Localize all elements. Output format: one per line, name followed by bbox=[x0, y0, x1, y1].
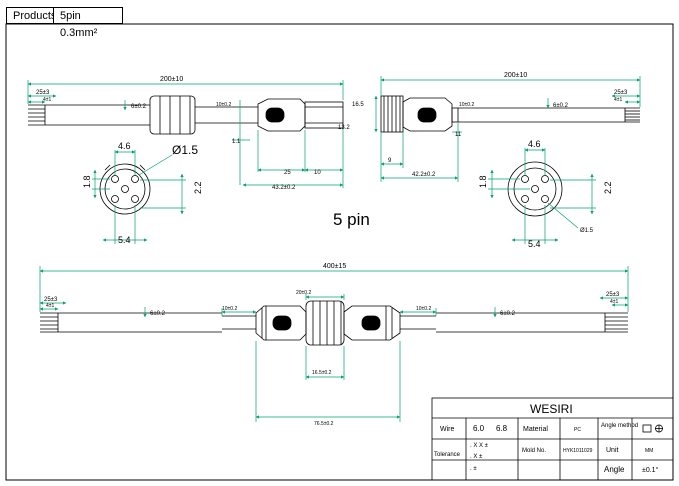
dim-top-left-total: 200±10 bbox=[160, 76, 183, 83]
dim-top-right-cable: 6±0.2 bbox=[553, 103, 569, 109]
wire-value-2: 6.8 bbox=[496, 424, 508, 433]
material-label: Material bbox=[523, 426, 548, 433]
dim-bottom-small-left: 10±0.2 bbox=[222, 306, 237, 312]
unit-label: Unit bbox=[606, 447, 619, 454]
face-left-left: 1.8 bbox=[82, 175, 92, 188]
tolerance-dot: . ± bbox=[470, 466, 477, 472]
bottom-cable-left bbox=[40, 312, 256, 333]
dim-top-left-tin: 4±1 bbox=[43, 97, 52, 103]
spec-label: 5pin 0.3mm² bbox=[53, 7, 123, 39]
dim-top-left-small: 10±0.2 bbox=[216, 102, 231, 108]
dim-top-right-nut: 11 bbox=[455, 132, 462, 138]
bottom-connector-right bbox=[343, 305, 401, 341]
dim-top-left-h: 13.2 bbox=[338, 125, 350, 131]
face-left-bottom: 5.4 bbox=[118, 235, 131, 245]
material-value: PC bbox=[574, 427, 581, 433]
face-right-right: 2.2 bbox=[603, 181, 613, 194]
dim-top-right-thread: 16.5 bbox=[352, 102, 364, 108]
dim-top-right-strip: 25±3 bbox=[614, 90, 628, 96]
top-left-nut bbox=[149, 95, 196, 135]
center-pin-label: 5 pin bbox=[333, 210, 370, 229]
bottom-cable-right bbox=[400, 312, 628, 333]
mold-label: Mold No. bbox=[522, 448, 546, 454]
top-left-dim-lines bbox=[27, 80, 344, 188]
wire-value-1: 6.0 bbox=[473, 424, 485, 433]
face-right-dims bbox=[488, 148, 596, 244]
dim-bottom-strip-right: 25±3 bbox=[606, 292, 620, 298]
bottom-connector-left bbox=[255, 305, 307, 341]
tolerance-label: Tolerance bbox=[434, 452, 461, 458]
dim-bottom-mid: 16.5±0.2 bbox=[312, 370, 332, 376]
dim-bottom-total: 400±15 bbox=[323, 263, 346, 270]
angle-value: ±0.1° bbox=[642, 466, 659, 474]
face-right-dia: Ø1.5 bbox=[580, 228, 594, 234]
dim-bottom-small-right: 10±0.2 bbox=[416, 306, 431, 312]
dim-bottom-tin-left: 4±1 bbox=[46, 303, 55, 309]
dim-bottom-body: 76.5±0.2 bbox=[314, 421, 334, 427]
face-right-bottom: 5.4 bbox=[528, 239, 541, 249]
dim-top-right-tin: 4±1 bbox=[614, 97, 623, 103]
title-block-frame bbox=[431, 397, 674, 481]
dim-top-left-cable: 6±0.2 bbox=[131, 104, 147, 110]
dim-bottom-nut: 20±0.2 bbox=[296, 290, 311, 296]
angle-method-label: Angle method bbox=[601, 423, 638, 429]
bottom-coupling-nut bbox=[305, 300, 345, 346]
mold-value: HYK1011029 bbox=[563, 448, 593, 454]
top-left-cable bbox=[28, 104, 258, 126]
dim-bottom-cable-right: 6±0.2 bbox=[500, 311, 516, 317]
brand-name: WESIRI bbox=[530, 402, 573, 416]
dim-top-left-strip: 25±3 bbox=[36, 90, 50, 96]
sheet-frame bbox=[5, 23, 674, 481]
dim-top-right-total: 200±10 bbox=[504, 72, 527, 79]
dim-top-right-small: 10±0.2 bbox=[459, 102, 474, 108]
dim-top-right-body: 42.2±0.2 bbox=[412, 172, 436, 178]
tolerance-xx: . X X ± bbox=[470, 443, 489, 449]
dim-top-left-25: 25 bbox=[284, 170, 291, 176]
top-right-dim-lines bbox=[374, 76, 641, 182]
face-left-top: 4.6 bbox=[118, 141, 131, 151]
face-left-dia: Ø1.5 bbox=[172, 143, 198, 157]
dim-top-left-10: 10 bbox=[314, 170, 321, 176]
dim-top-left-one: 1.1 bbox=[232, 139, 241, 145]
bottom-dim-lines bbox=[39, 266, 629, 422]
top-right-cable bbox=[458, 107, 640, 123]
dim-top-right-9: 9 bbox=[388, 158, 392, 164]
wire-label: Wire bbox=[440, 426, 454, 433]
angle-label: Angle bbox=[604, 465, 625, 474]
unit-value: MM bbox=[645, 448, 653, 454]
tolerance-x: . X ± bbox=[470, 454, 483, 460]
dim-bottom-strip-left: 25±3 bbox=[44, 297, 58, 303]
dim-bottom-cable-left: 6±0.2 bbox=[150, 311, 166, 317]
face-right-top: 4.6 bbox=[528, 139, 541, 149]
top-left-body bbox=[257, 98, 344, 132]
face-right-left: 1.8 bbox=[478, 175, 488, 188]
dim-bottom-tin-right: 4±1 bbox=[610, 299, 619, 305]
face-left-dims bbox=[92, 150, 186, 244]
dim-top-left-body: 43.2±0.2 bbox=[272, 185, 296, 191]
top-right-body bbox=[380, 95, 459, 133]
face-left-right: 2.2 bbox=[193, 181, 203, 194]
